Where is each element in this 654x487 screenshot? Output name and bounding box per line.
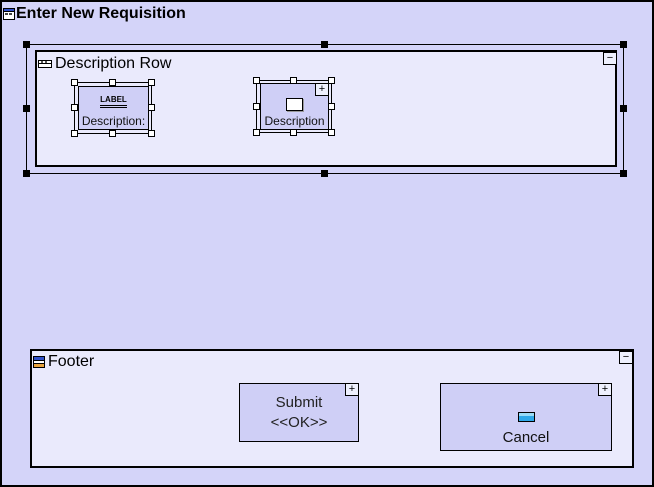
selection-handle[interactable] — [109, 79, 116, 86]
selection-handle[interactable] — [620, 41, 627, 48]
selection-handle[interactable] — [328, 129, 335, 136]
selection-handle[interactable] — [253, 129, 260, 136]
selection-handle[interactable] — [148, 104, 155, 111]
footer-title: Footer — [48, 353, 95, 370]
expand-submit-button[interactable]: + — [345, 384, 358, 396]
selection-handle[interactable] — [71, 104, 78, 111]
selection-handle[interactable] — [328, 77, 335, 84]
selection-handle[interactable] — [290, 77, 297, 84]
footer-header: Footer — [33, 353, 94, 371]
selection-handle[interactable] — [620, 170, 627, 177]
collapse-description-row-button[interactable]: − — [603, 52, 617, 65]
selection-handle[interactable] — [290, 129, 297, 136]
selection-handle[interactable] — [148, 79, 155, 86]
collapse-footer-button[interactable]: − — [619, 351, 633, 364]
label-element[interactable]: LABEL Description: — [78, 86, 149, 130]
selection-handle[interactable] — [23, 105, 30, 112]
description-field-caption: Description — [264, 114, 325, 128]
selection-handle[interactable] — [148, 130, 155, 137]
label-icon: LABEL — [100, 96, 127, 108]
label-element-caption: Description: — [81, 114, 146, 128]
selection-handle[interactable] — [321, 41, 328, 48]
expand-description-field-button[interactable]: + — [315, 84, 328, 96]
submit-button-element[interactable]: + Submit <<OK>> — [239, 383, 359, 442]
selection-handle[interactable] — [620, 105, 627, 112]
expand-cancel-button[interactable]: + — [598, 384, 611, 396]
selection-handle[interactable] — [321, 170, 328, 177]
form-icon — [3, 8, 15, 20]
selection-handle[interactable] — [328, 102, 335, 110]
description-row-title: Description Row — [55, 55, 172, 72]
submit-label-line1: Submit — [275, 393, 323, 411]
cancel-caption: Cancel — [502, 429, 550, 446]
cancel-button-element[interactable]: + Cancel — [440, 383, 612, 451]
selection-handle[interactable] — [109, 130, 116, 137]
form-title: Enter New Requisition — [16, 5, 186, 22]
selection-handle[interactable] — [71, 130, 78, 137]
selection-handle[interactable] — [253, 102, 260, 110]
pushbutton-icon — [517, 412, 535, 422]
row-icon — [38, 60, 52, 68]
selection-handle[interactable] — [71, 79, 78, 86]
selection-handle[interactable] — [253, 77, 260, 84]
description-field-element[interactable]: + Description — [260, 83, 329, 130]
description-row-header: Description Row — [38, 55, 171, 73]
selection-handle[interactable] — [23, 170, 30, 177]
textbox-icon — [286, 98, 303, 111]
submit-label-line2: <<OK>> — [270, 413, 328, 431]
panel-icon — [33, 356, 45, 368]
selection-handle[interactable] — [23, 41, 30, 48]
